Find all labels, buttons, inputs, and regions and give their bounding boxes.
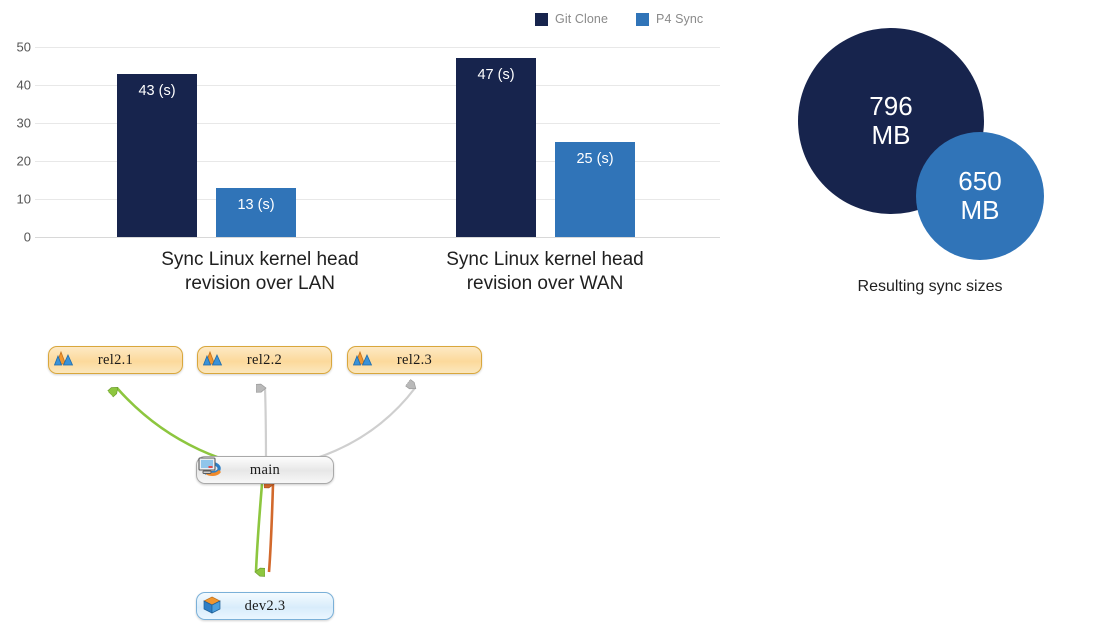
legend-label-p4-sync: P4 Sync: [656, 12, 704, 26]
node-spacer: [454, 350, 476, 370]
gridline-20: [35, 161, 720, 162]
stream-node-rel2-3[interactable]: rel2.3: [347, 346, 482, 374]
bar-value-label: 13 (s): [237, 197, 275, 213]
bubble-value: 650: [958, 165, 1002, 196]
stream-release-icon: [203, 350, 225, 370]
y-tick-20: 20: [16, 153, 31, 169]
bar-value-label: 25 (s): [576, 151, 614, 167]
stream-node-rel2-2[interactable]: rel2.2: [197, 346, 332, 374]
bar-value-label: 47 (s): [477, 67, 515, 83]
bubble-value: 796: [869, 90, 913, 121]
stream-node-main[interactable]: main: [196, 456, 334, 484]
y-tick-50: 50: [16, 39, 31, 55]
bar-value-label: 43 (s): [138, 83, 176, 99]
bubble-p4-sync[interactable]: 650 MB: [916, 132, 1044, 260]
gridline-40: [35, 85, 720, 86]
plot-area: 43 (s) 13 (s) 47 (s) 25 (s): [35, 47, 720, 238]
stream-node-rel2-1[interactable]: rel2.1: [48, 346, 183, 374]
edge-main-dev23-copy: [256, 483, 262, 572]
bubble-chart-caption: Resulting sync sizes: [857, 278, 1003, 295]
stream-node-label: rel2.3: [396, 351, 433, 368]
stream-development-icon: [202, 596, 224, 616]
sync-time-bar-chart: 50 40 30 20 10 0 43 (s) 13 (s) 47 (s): [0, 40, 735, 295]
y-tick-0: 0: [23, 229, 31, 245]
category-label-lan: Sync Linux kernel head revision over LAN: [135, 248, 385, 296]
stream-graph: rel2.1 rel2.2: [0, 320, 560, 634]
bar-git-clone-wan[interactable]: 47 (s): [456, 58, 536, 237]
node-spacer: [304, 350, 326, 370]
stream-release-icon: [54, 350, 76, 370]
stream-node-label: rel2.1: [97, 351, 134, 368]
stream-node-label: rel2.2: [246, 351, 283, 368]
category-label-line2: revision over LAN: [185, 272, 335, 294]
stream-node-label: dev2.3: [244, 597, 286, 614]
gridline-50: [35, 47, 720, 48]
edge-dev23-main-merge: [269, 484, 273, 573]
node-spacer: [155, 350, 177, 370]
chart-legend: Git Clone P4 Sync: [535, 12, 703, 26]
gridline-0: [35, 237, 720, 238]
legend-swatch-git-clone: [535, 12, 548, 26]
stream-release-icon: [353, 350, 375, 370]
gridline-10: [35, 199, 720, 200]
y-tick-30: 30: [16, 115, 31, 131]
legend-item-p4-sync: P4 Sync: [636, 12, 703, 26]
y-tick-10: 10: [16, 191, 31, 207]
legend-item-git-clone: Git Clone: [535, 12, 608, 26]
bubble-unit: MB: [960, 195, 1000, 225]
legend-label-git-clone: Git Clone: [555, 12, 609, 26]
node-spacer: [306, 596, 328, 616]
bar-git-clone-lan[interactable]: 43 (s): [117, 74, 197, 237]
bar-p4-sync-wan[interactable]: 25 (s): [555, 142, 635, 237]
category-label-wan: Sync Linux kernel head revision over WAN: [420, 248, 670, 296]
legend-swatch-p4-sync: [636, 12, 650, 26]
workspace-monitor-icon[interactable]: [198, 457, 328, 480]
sync-size-bubble-chart: 796 MB 650 MB Resulting sync sizes: [780, 20, 1080, 295]
category-label-line2: revision over WAN: [466, 272, 624, 294]
category-label-line1: Sync Linux kernel head: [446, 249, 644, 270]
category-label-line1: Sync Linux kernel head: [161, 249, 359, 270]
y-tick-40: 40: [16, 77, 31, 93]
bar-p4-sync-lan[interactable]: 13 (s): [216, 188, 296, 237]
gridline-30: [35, 123, 720, 124]
stream-node-dev2-3[interactable]: dev2.3: [196, 592, 334, 620]
stream-node-label: main: [249, 461, 281, 478]
bubble-unit: MB: [871, 120, 911, 150]
y-axis: 50 40 30 20 10 0: [0, 40, 31, 245]
